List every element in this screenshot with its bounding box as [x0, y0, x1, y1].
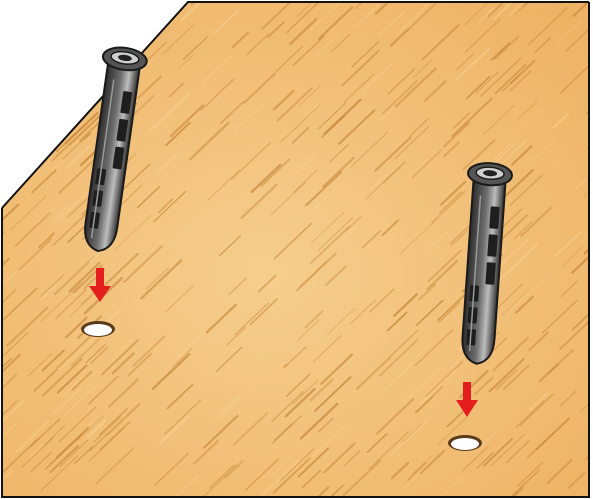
- drill-hole-right: [448, 435, 482, 451]
- drill-hole-left: [81, 321, 115, 337]
